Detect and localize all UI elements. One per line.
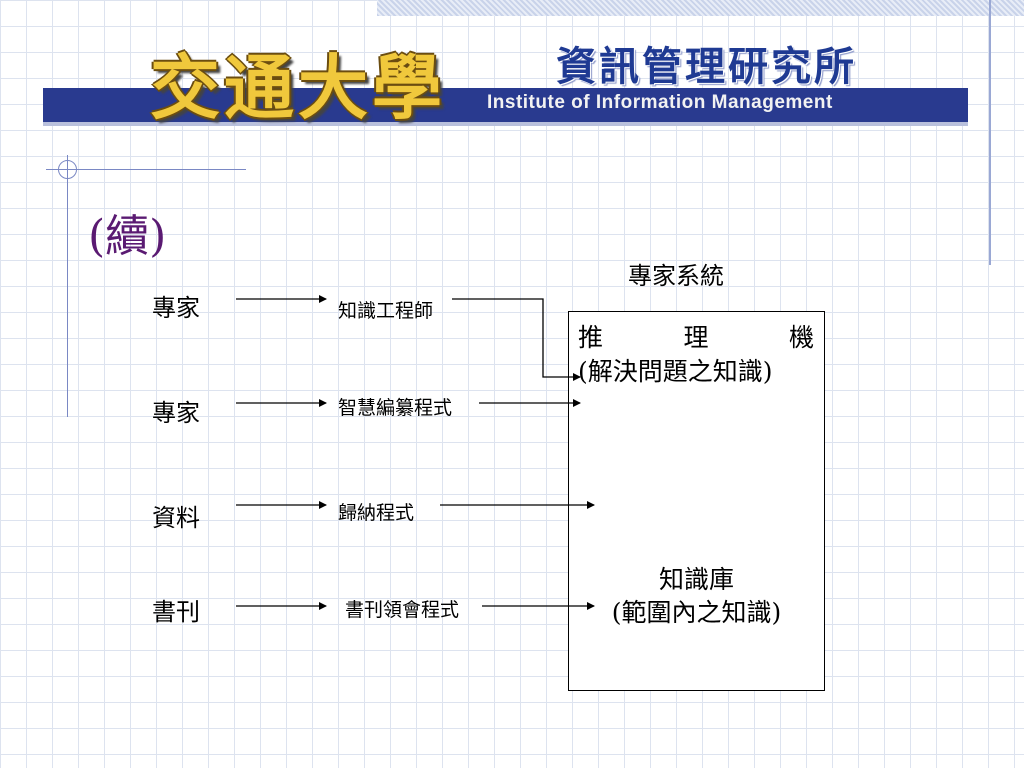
right-decorative-rule [989,0,991,265]
header-band-shadow [43,122,968,126]
inference-engine-title: 推 理 機 [578,318,814,354]
knowledge-base-title: 知識庫 [658,565,734,594]
process-intelligent-editor: 智慧編纂程式 [338,397,453,419]
department-english-name: Institute of Information Management [487,92,833,113]
slide-title: (續) [88,211,167,262]
inference-char-3: 機 [788,323,814,352]
expert-system-label: 專家系統 [628,262,724,290]
knowledge-base-subtitle: (範圍內之知識) [611,598,782,627]
decorative-circle-icon [58,160,77,179]
inference-char-2: 理 [683,323,709,352]
process-knowledge-engineer: 知識工程師 [338,300,434,322]
source-label-data: 資料 [152,504,200,532]
header-band [43,88,968,122]
expert-system-box [568,311,825,691]
inference-engine-subtitle: (解決問題之知識) [578,357,773,386]
process-text-understanding: 書刊領會程式 [345,599,460,621]
source-label-publications: 書刊 [152,598,200,626]
decorative-horizontal-line [46,169,246,170]
university-logo-text: 交通大學 [150,46,446,129]
department-name: 資訊管理研究所 [556,43,857,90]
header-top-stripe [377,0,1024,16]
arrow-engineer-to-inference [452,298,581,381]
process-induction-program: 歸納程式 [338,502,415,524]
source-label-expert-1: 專家 [152,294,200,322]
inference-char-1: 推 [578,323,604,352]
decorative-vertical-line [67,155,68,417]
source-label-expert-2: 專家 [152,399,200,427]
